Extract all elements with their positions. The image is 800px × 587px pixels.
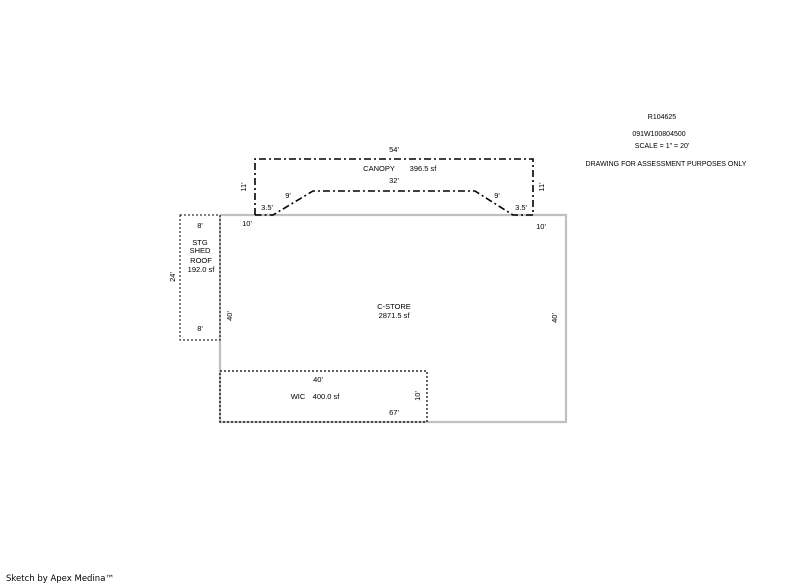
canopy-dim-top: 54' <box>389 145 399 154</box>
store-area: 2871.5 sf <box>379 311 411 320</box>
shed-outline <box>179 214 221 341</box>
canopy-dim-left-diag: 9' <box>285 191 291 200</box>
shed-dim-top: 8' <box>197 221 203 230</box>
store-dim-left: 40' <box>225 311 234 321</box>
wic-area: 400.0 sf <box>313 392 341 401</box>
shed-dim-side: 24' <box>168 272 177 282</box>
scale-note: SCALE = 1" = 20' <box>635 143 689 150</box>
shed-name-line2: SHED <box>190 246 211 255</box>
canopy-area: 396.5 sf <box>410 164 438 173</box>
wic-dim-side: 10' <box>413 391 422 401</box>
store-dim-top-right: 10' <box>536 222 546 231</box>
store-dim-right: 40' <box>550 313 559 323</box>
store-dim-bottom: 67' <box>389 408 399 417</box>
sketch-credit: Sketch by Apex Medina™ <box>6 574 114 584</box>
canopy-dim-right-side: 11' <box>537 182 546 192</box>
parcel-id: R104625 <box>648 114 677 121</box>
store-name: C-STORE <box>377 302 411 311</box>
wic-dim-top: 40' <box>313 375 323 384</box>
canopy-dim-inner-top: 32' <box>389 176 399 185</box>
shed-area: 192.0 sf <box>188 265 216 274</box>
canopy-dim-left-step: 3.5' <box>261 203 273 212</box>
canopy-name: CANOPY <box>363 164 395 173</box>
canopy-outline <box>254 158 534 216</box>
assessment-note: DRAWING FOR ASSESSMENT PURPOSES ONLY <box>586 161 747 168</box>
store-dim-top-left: 10' <box>242 219 252 228</box>
wic-outline <box>219 370 428 423</box>
account-number: 091W100804500 <box>632 131 685 138</box>
canopy-dim-left-side: 11' <box>239 182 248 192</box>
shed-dim-bottom: 8' <box>197 324 203 333</box>
c-store-outline <box>218 213 568 424</box>
shed-name-line1: STG <box>192 238 208 247</box>
canopy-dim-right-step: 3.5' <box>515 203 527 212</box>
wic-name: WIC <box>291 392 306 401</box>
canopy-dim-right-diag: 9' <box>494 191 500 200</box>
shed-name-line3: ROOF <box>190 256 212 265</box>
